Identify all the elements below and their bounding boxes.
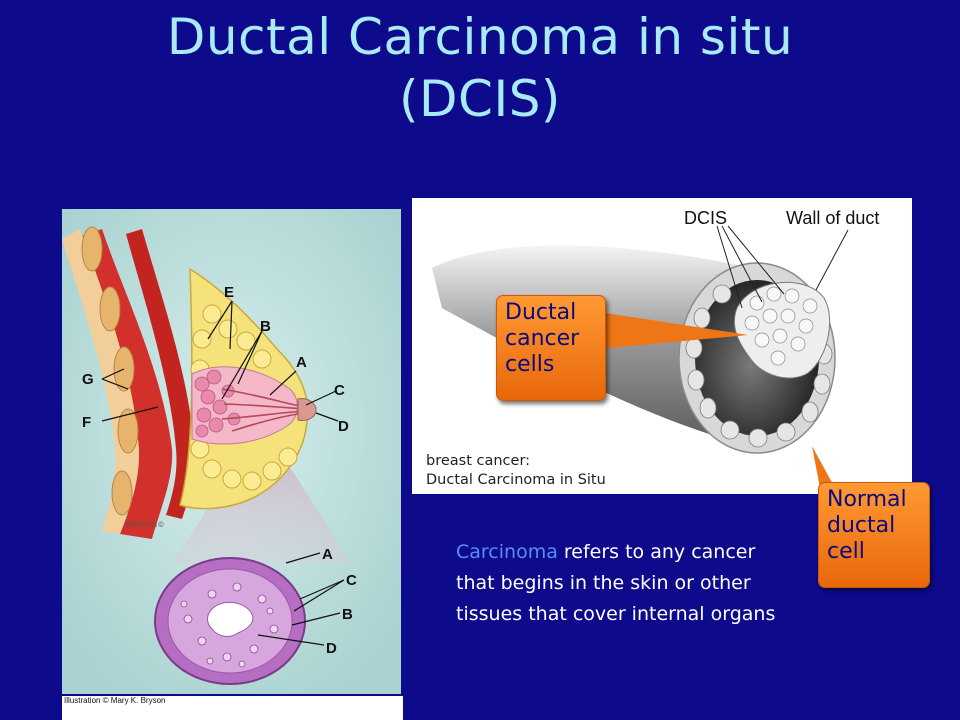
- slide-title: Ductal Carcinoma in situ (DCIS): [0, 6, 960, 130]
- definition-term: Carcinoma: [456, 541, 558, 563]
- callout-normal-line1: Normal: [827, 487, 907, 512]
- callout-ductal-line1: Ductal: [505, 300, 577, 325]
- nipple: [297, 398, 317, 421]
- label-d: D: [338, 418, 349, 435]
- label-f: F: [82, 414, 91, 431]
- inset-label-c: C: [346, 572, 357, 589]
- carcinoma-definition: Carcinoma refers to any cancer that begi…: [456, 537, 796, 630]
- artist-signature: BRYSON©: [126, 521, 164, 529]
- figure-caption: breast cancer: Ductal Carcinoma in Situ: [426, 452, 606, 490]
- label-a: A: [296, 354, 307, 371]
- callout-ductal-cancer-cells: Ductal cancer cells: [496, 295, 606, 401]
- callout-ductal-line3: cells: [505, 352, 555, 377]
- caption-line1: breast cancer:: [426, 453, 531, 469]
- label-e: E: [224, 284, 234, 301]
- definition-text: refers to any cancer that begins in the …: [456, 541, 776, 625]
- projection-cone: [172, 424, 352, 564]
- inner-muscle: [126, 229, 195, 519]
- inset-label-d: D: [326, 640, 337, 657]
- label-c: C: [334, 382, 345, 399]
- label-leader-lines: [101, 300, 339, 422]
- caption-line2: Ductal Carcinoma in Situ: [426, 472, 606, 488]
- muscle-band: [72, 229, 173, 539]
- label-dcis: DCIS: [684, 208, 727, 228]
- lobule-clusters: [194, 369, 241, 438]
- rib-segments: [81, 226, 139, 516]
- inset-label-b: B: [342, 606, 353, 623]
- callout-ductal-line2: cancer: [505, 326, 580, 351]
- label-b: B: [260, 318, 271, 335]
- fat-outer: [62, 229, 139, 534]
- duct-drawing: DCIS Wall of duct: [432, 208, 879, 454]
- dcis-cells: [744, 286, 818, 366]
- slide-title-line2: (DCIS): [399, 70, 561, 128]
- label-wall-of-duct: Wall of duct: [786, 208, 879, 228]
- breast-anatomy-illustration: E B A C D G F A C B D BRYSON©: [62, 209, 401, 694]
- callout-normal-line2: ductal: [827, 513, 896, 538]
- illustration-credit: Illustration © Mary K. Bryson: [62, 696, 403, 720]
- callout-normal-ductal-cell: Normal ductal cell: [818, 482, 930, 588]
- breast-anatomy-drawing: E B A C D G F A C B D BRYSON©: [62, 209, 401, 694]
- slide-title-line1: Ductal Carcinoma in situ: [166, 8, 794, 66]
- label-g: G: [82, 371, 94, 388]
- callout-normal-line3: cell: [827, 539, 865, 564]
- dcis-duct-illustration: DCIS Wall of duct breast cancer: Ductal …: [412, 198, 912, 494]
- duct-cross-section: [154, 552, 345, 685]
- inset-label-a: A: [322, 546, 333, 563]
- duct-lumen: [207, 602, 254, 637]
